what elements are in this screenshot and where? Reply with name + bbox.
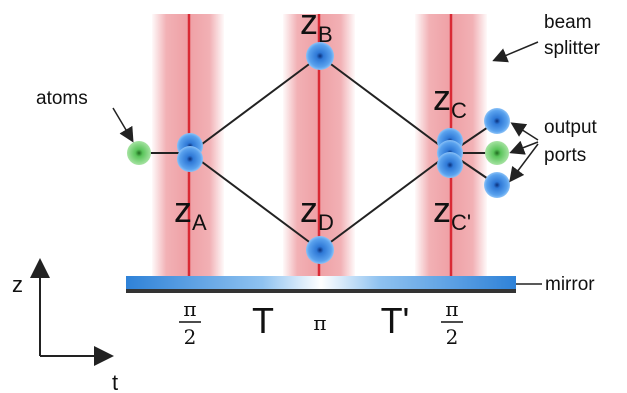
phase-middle: π	[313, 311, 326, 335]
label-splitter: splitter	[544, 38, 601, 59]
label-ports: ports	[544, 145, 586, 166]
mirror	[126, 276, 516, 293]
arrow-output-bottom	[509, 143, 539, 183]
axis-label-z: z	[12, 272, 23, 297]
label-z-b: zB	[300, 1, 333, 47]
phase-left: π 2	[179, 297, 201, 349]
label-z-a: zA	[174, 189, 207, 235]
phase-right-numerator: π	[445, 297, 458, 321]
lower-path-1	[189, 152, 321, 251]
atom-green-incoming	[127, 141, 151, 165]
arrow-output-middle	[509, 140, 539, 155]
atom-blue-output-top	[484, 108, 510, 134]
atom-green-output	[485, 141, 509, 165]
arrow-beam-splitter	[492, 41, 539, 63]
atom-blue-b	[306, 42, 334, 70]
label-output: output	[544, 117, 598, 138]
atom-blue-d	[306, 236, 334, 264]
lower-path-2	[319, 152, 451, 251]
upper-path-1	[189, 55, 321, 154]
label-mirror: mirror	[545, 274, 595, 295]
atom-blue-a-bottom	[177, 146, 203, 172]
label-atoms: atoms	[36, 88, 88, 109]
phase-left-numerator: π	[183, 297, 196, 321]
upper-path-2	[319, 55, 451, 154]
axes: z t	[12, 258, 118, 393]
label-T-prime: T'	[381, 300, 410, 341]
phase-right: π 2	[441, 297, 463, 349]
phase-left-denominator: 2	[184, 325, 197, 349]
label-T: T	[252, 300, 274, 341]
arrow-atoms	[112, 107, 134, 143]
phase-right-denominator: 2	[446, 325, 459, 349]
atom-blue-output-bottom	[484, 172, 510, 198]
arrow-output-top	[510, 122, 539, 141]
atom-blue-c-bottom	[437, 152, 463, 178]
label-z-d: zD	[300, 189, 334, 235]
label-z-c: zC	[433, 77, 467, 123]
axis-label-t: t	[112, 370, 118, 393]
label-z-c-prime: zC'	[433, 189, 471, 235]
label-beam: beam	[544, 12, 592, 33]
